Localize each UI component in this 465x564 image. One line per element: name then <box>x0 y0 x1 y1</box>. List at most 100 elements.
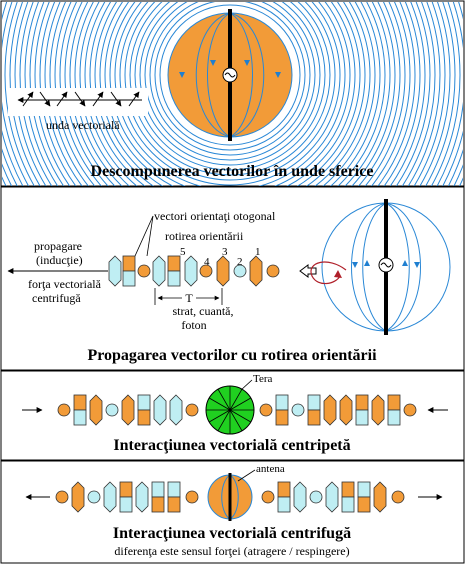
quantum-circle <box>57 403 71 417</box>
wave-ring <box>149 2 311 156</box>
quantum-circle <box>137 264 151 278</box>
vector-element <box>355 394 369 411</box>
earth-spoke <box>229 409 243 431</box>
left-label-induction: (inducţie) <box>36 253 83 267</box>
quantum-circle <box>261 490 275 504</box>
vector-element <box>167 255 181 272</box>
centripetal-row <box>22 394 448 426</box>
wave-ring <box>79 2 381 186</box>
period-label: T <box>185 291 193 305</box>
quantum-circle <box>199 264 213 278</box>
vector-element <box>151 481 165 498</box>
wave-ring <box>124 2 336 181</box>
quantum-circle <box>403 403 417 417</box>
wave-ring <box>34 2 426 186</box>
wave-ring <box>39 2 421 186</box>
earth-spoke <box>229 409 251 423</box>
wave-ring <box>4 2 456 186</box>
wave-ring <box>129 2 331 176</box>
wave-ring <box>99 2 361 186</box>
panel-4-subcaption: diferenţa este sensul forţei (atragere /… <box>114 544 349 558</box>
wave-ring <box>139 2 321 166</box>
vector-element <box>152 255 166 287</box>
wave-ring <box>24 2 436 186</box>
wave-ring <box>104 2 356 186</box>
vectors-label: vectori orientaţi otogonal <box>154 209 276 223</box>
vector-element <box>277 481 291 498</box>
wave-ring <box>154 2 306 151</box>
left-label-force: forţa vectorială <box>28 277 102 291</box>
vector-element <box>275 394 289 411</box>
layer-label-1: strat, cuantă, <box>173 304 234 318</box>
quantum-circle <box>259 403 273 417</box>
rotation-label: rotirea orientării <box>165 229 244 243</box>
vector-element <box>167 496 181 513</box>
wave-ring <box>14 2 446 186</box>
vector-element <box>216 255 230 287</box>
earth-globe <box>205 385 255 435</box>
left-label-propagation: propagare <box>34 239 82 253</box>
spherical-wave-rings <box>2 2 463 186</box>
panel-3-caption: Interacţiunea vectorială centripetă <box>113 437 350 454</box>
vector-element <box>184 255 198 287</box>
vector-element <box>137 394 151 411</box>
vector-element <box>307 409 321 426</box>
layer-label-2: foton <box>181 318 206 332</box>
vector-element <box>89 394 103 426</box>
vector-element <box>387 409 401 426</box>
quantum-circle <box>87 490 101 504</box>
vector-element <box>167 481 181 498</box>
outline-sphere <box>310 199 451 335</box>
antenna-sphere <box>207 473 253 521</box>
vector-element <box>119 481 133 498</box>
vector-element <box>341 481 355 498</box>
earth-spoke <box>217 389 231 411</box>
wave-ring <box>59 2 401 186</box>
vector-element <box>277 496 291 513</box>
vector-element <box>151 496 165 513</box>
wave-ring <box>119 2 341 186</box>
antenna-label: antena <box>256 463 285 475</box>
vector-element <box>71 481 85 513</box>
vector-element <box>387 394 401 411</box>
quantum-circle <box>309 490 323 504</box>
quantum-circle <box>55 490 69 504</box>
vector-element <box>371 394 385 426</box>
number-3: 3 <box>222 246 228 258</box>
vector-element <box>323 394 337 426</box>
panel-1-caption: Descompunerea vectorilor în unde sferice <box>91 163 374 180</box>
vector-element <box>103 481 117 513</box>
number-4: 4 <box>204 256 210 268</box>
wave-ring <box>19 2 441 186</box>
vector-element <box>73 394 87 411</box>
earth-label: Tera <box>253 373 272 385</box>
panel-1-frame <box>0 0 465 187</box>
vector-wave-arrows <box>17 91 142 107</box>
vector-arrow <box>22 91 34 107</box>
vector-element <box>275 409 289 426</box>
wave-ring <box>29 2 431 186</box>
vector-element <box>357 496 371 513</box>
vector-element <box>339 394 353 426</box>
hollow-arrow-icon <box>299 264 317 278</box>
quantum-circle <box>291 403 305 417</box>
vector-element <box>122 255 136 272</box>
source-sphere <box>167 9 293 141</box>
panel-2-frame <box>0 186 465 371</box>
vector-arrow <box>128 91 140 107</box>
vector-element <box>325 481 339 513</box>
vector-element <box>357 481 371 498</box>
wave-ring <box>159 4 301 146</box>
vector-element <box>355 409 369 426</box>
vector-element <box>119 496 133 513</box>
vector-element <box>122 270 136 287</box>
vector-element <box>169 394 183 426</box>
quantum-circle <box>105 403 119 417</box>
vector-element <box>137 409 151 426</box>
wave-ring <box>84 2 376 186</box>
vector-element <box>121 394 135 426</box>
wave-label: unda vectorială <box>46 118 120 132</box>
wave-label-area <box>8 88 148 116</box>
quantum-circle <box>185 490 199 504</box>
vector-element <box>249 255 263 287</box>
